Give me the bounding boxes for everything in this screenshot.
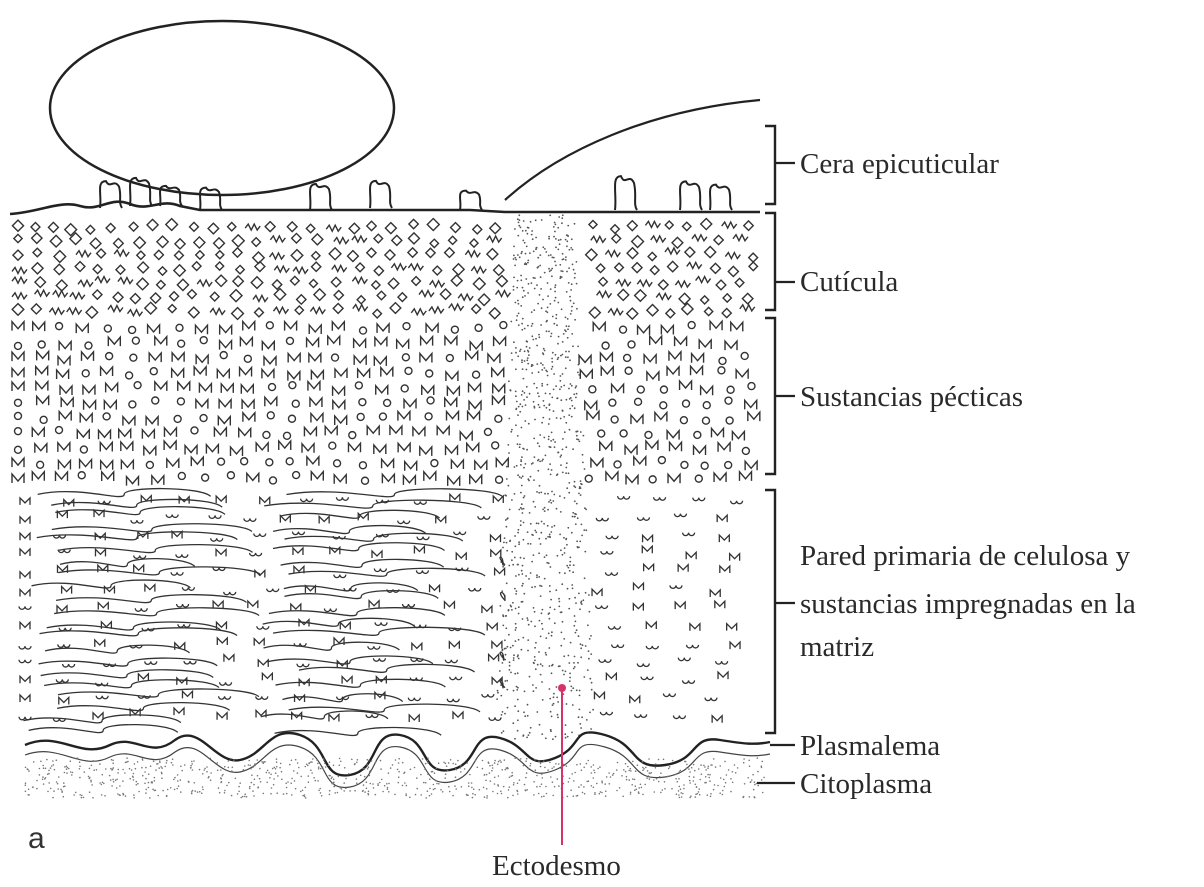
label-pared-line-1: Pared primaria de celulosa y <box>800 542 1130 571</box>
label-pared-line-2: sustancias impregnadas en la <box>800 590 1136 619</box>
bracket-pared <box>765 490 775 733</box>
primary-wall-texture <box>19 489 743 736</box>
label-plasmalema: Plasmalema <box>800 732 940 761</box>
ectodesmo-pointer-dot <box>558 684 566 692</box>
label-pared-line-3: matriz <box>800 633 874 662</box>
cuticle-surface <box>10 202 760 214</box>
pectic-texture <box>12 321 760 486</box>
cuticle-texture <box>12 219 758 320</box>
bracket-pecticas <box>765 318 775 474</box>
bracket-cera <box>765 126 775 204</box>
label-cera-epicuticular: Cera epicuticular <box>800 150 999 179</box>
label-cuticula: Cutícula <box>800 268 898 297</box>
wax-droplet <box>50 21 394 195</box>
bracket-cuticula <box>765 213 775 310</box>
label-citoplasma: Citoplasma <box>800 770 932 799</box>
panel-letter: a <box>28 822 45 856</box>
wax-sheet-curve <box>505 100 760 200</box>
label-sustancias-pecticas: Sustancias pécticas <box>800 383 1023 412</box>
label-ectodesmo: Ectodesmo <box>492 852 621 881</box>
